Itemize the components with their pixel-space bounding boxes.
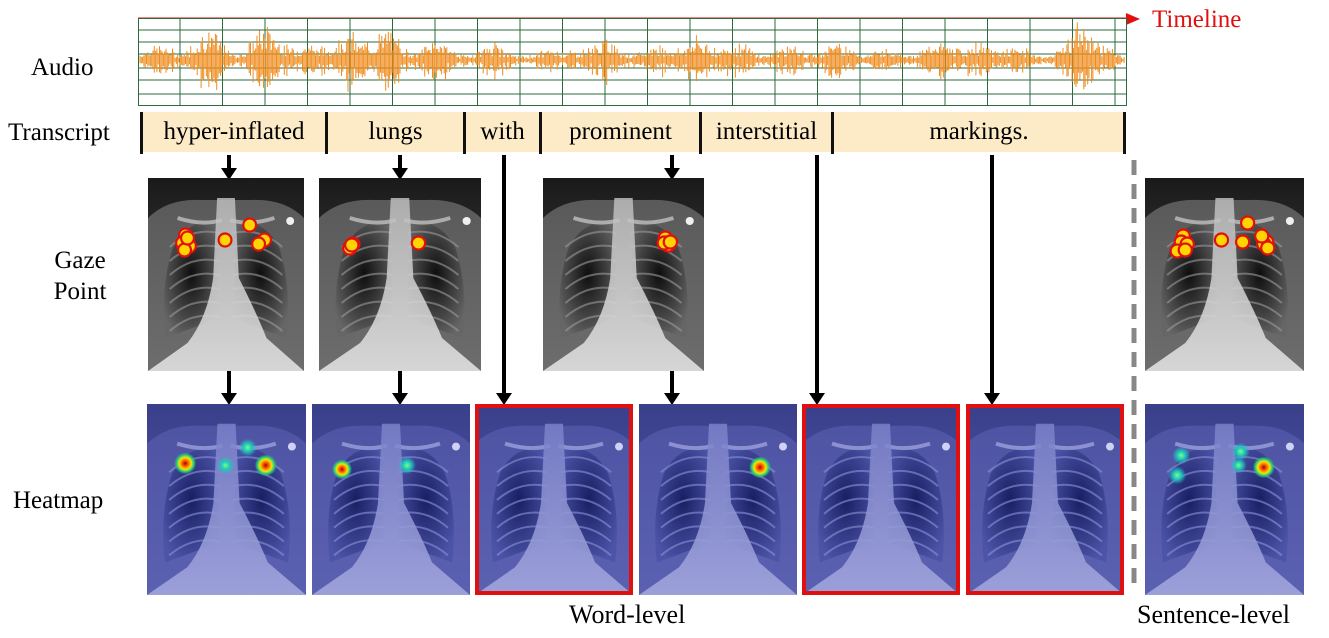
gaze-label-line1: Gaze xyxy=(54,247,106,274)
gaze-xray-sentence xyxy=(1145,178,1304,371)
word-with: with xyxy=(466,112,539,152)
transcript-row-label: Transcript xyxy=(8,119,110,146)
word-boundary xyxy=(325,112,328,154)
heatmap-markings xyxy=(966,404,1124,595)
heatmap-with xyxy=(475,404,633,595)
word-prominent: prominent xyxy=(542,112,699,152)
sentence-level-caption: Sentence-level xyxy=(1137,600,1291,629)
audio-row-label: Audio xyxy=(31,54,94,81)
heatmap-prominent xyxy=(639,404,797,595)
word-boundary xyxy=(539,112,542,154)
word-boundary xyxy=(140,112,143,154)
word-boundary xyxy=(1123,112,1126,154)
word-boundary xyxy=(831,112,834,154)
gaze-row-label: Gaze Point xyxy=(40,248,120,304)
gaze-label-line2: Point xyxy=(53,278,107,305)
word-level-caption: Word-level xyxy=(569,600,686,629)
heatmap-interstitial xyxy=(802,404,960,595)
heatmap-sentence xyxy=(1145,404,1304,595)
word-interstitial: interstitial xyxy=(702,112,831,152)
word-hyper-inflated: hyper-inflated xyxy=(143,112,325,152)
level-separator xyxy=(1131,160,1137,590)
heatmap-row-label: Heatmap xyxy=(13,487,104,514)
word-markings: markings. xyxy=(834,112,1124,152)
heatmap-lungs xyxy=(312,404,470,595)
word-boundary xyxy=(463,112,466,154)
timeline-label: Timeline xyxy=(1152,6,1242,33)
heatmap-hyper-inflated xyxy=(147,404,306,595)
audio-waveform xyxy=(138,18,1127,106)
word-boundary xyxy=(699,112,702,154)
gaze-xray-lungs xyxy=(319,178,481,371)
gaze-xray-hyper-inflated xyxy=(148,178,304,371)
gaze-xray-prominent xyxy=(543,178,704,371)
word-lungs: lungs xyxy=(328,112,463,152)
